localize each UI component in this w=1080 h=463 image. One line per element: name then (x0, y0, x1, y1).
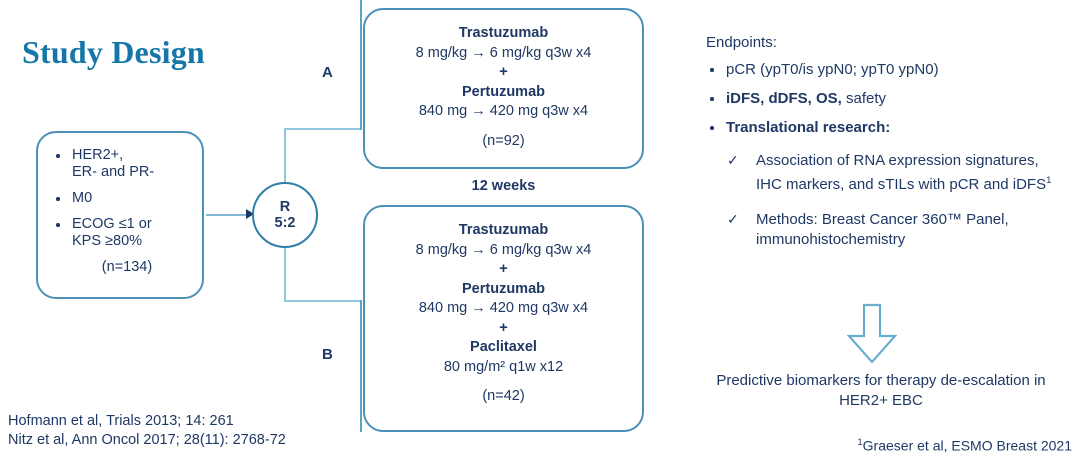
criterion-her2: HER2+, ER- and PR- (72, 147, 155, 180)
randomization-label: R (279, 199, 291, 215)
reference-line-1: Hofmann et al, Trials 2013; 14: 261 (8, 413, 234, 429)
arm-b-letter: B (322, 346, 333, 363)
endpoint-survival-bold: iDFS, dDFS, OS, (726, 90, 842, 107)
reference-line-2: Nitz et al, Ann Oncol 2017; 28(11): 2768… (8, 432, 286, 448)
arm-b-drug-1: Trastuzumab (458, 222, 549, 238)
arm-b-treatment-box: Trastuzumab 8 mg/kg → 6 mg/kg q3w x4 + P… (363, 205, 644, 432)
arm-b-dose-3: 80 mg/m² q1w x12 (443, 358, 564, 375)
bracket-stem-lower (284, 246, 286, 302)
criterion-performance-status: ECOG ≤1 or KPS ≥80% (72, 216, 152, 249)
eligibility-criteria-box: HER2+, ER- and PR- M0 ECOG ≤1 or KPS ≥80… (36, 131, 204, 299)
criterion-m0: M0 (72, 190, 93, 206)
down-arrow-icon (843, 303, 901, 370)
arm-b-plus-2: + (499, 319, 508, 336)
arm-a-count: (n=92) (482, 132, 525, 149)
subitem-methods: Methods: Breast Cancer 360™ Panel, immun… (756, 211, 1009, 248)
arm-a-drug-2: Pertuzumab (462, 83, 545, 100)
endpoints-panel: Endpoints: pCR (ypT0/is ypN0; ypT0 ypN0)… (706, 34, 1056, 265)
endpoint-translational-label: Translational research: (726, 119, 891, 136)
endpoints-heading: Endpoints: (706, 34, 777, 51)
translational-subitems-list: ✓ Association of RNA expression signatur… (706, 151, 1056, 249)
endpoint-translational: Translational research: (706, 118, 1056, 137)
list-item: ECOG ≤1 or KPS ≥80% (50, 216, 192, 250)
arm-b-regimen: Trastuzumab 8 mg/kg → 6 mg/kg q3w x4 + P… (365, 207, 642, 407)
arm-b-dose-2: 840 mg → 420 mg q3w x4 (418, 300, 589, 316)
arm-a-plus-1: + (499, 64, 508, 80)
conclusion-statement: Predictive biomarkers for therapy de-esc… (716, 372, 1046, 409)
list-item: ✓ Methods: Breast Cancer 360™ Panel, imm… (706, 210, 1056, 249)
subitem-footnote-marker: 1 (1046, 174, 1052, 186)
arm-a-treatment-box: Trastuzumab 8 mg/kg → 6 mg/kg q3w x4 + P… (363, 8, 644, 169)
arm-b-drug-2: Pertuzumab (462, 280, 545, 297)
footnote-text: Graeser et al, ESMO Breast 2021 (862, 437, 1072, 454)
eligibility-to-randomization-connector (206, 214, 250, 216)
endpoint-safety: safety (841, 90, 887, 107)
treatment-duration-label: 12 weeks (471, 178, 536, 194)
arm-a-box-left-edge (360, 0, 362, 130)
list-item: ✓ Association of RNA expression signatur… (706, 151, 1056, 194)
bracket-arm-a-horizontal (284, 128, 362, 130)
subitem-rna-association: Association of RNA expression signatures… (756, 152, 1047, 193)
endpoints-list: pCR (ypT0/is ypN0; ypT0 ypN0) iDFS, dDFS… (706, 60, 1056, 137)
endpoint-pcr: pCR (ypT0/is ypN0; ypT0 ypN0) (706, 60, 1056, 79)
arm-b-drug-3: Paclitaxel (470, 339, 537, 355)
page-title: Study Design (22, 34, 205, 70)
arm-a-dose-1: 8 mg/kg → 6 mg/kg q3w x4 (415, 44, 592, 61)
eligibility-criteria-list: HER2+, ER- and PR- M0 ECOG ≤1 or KPS ≥80… (38, 133, 202, 250)
arm-b-count: (n=42) (482, 388, 525, 404)
arm-a-dose-2: 840 mg → 420 mg q3w x4 (418, 103, 589, 119)
check-icon: ✓ (727, 152, 739, 168)
list-item: HER2+, ER- and PR- (50, 147, 192, 181)
footnote-marker: 1 (857, 437, 863, 448)
arrow-head-icon (246, 209, 254, 219)
eligibility-enrollment-count: (n=134) (101, 259, 153, 275)
endpoint-pcr-label: pCR (ypT0/is ypN0; ypT0 ypN0) (726, 61, 939, 78)
references: Hofmann et al, Trials 2013; 14: 261 Nitz… (8, 412, 286, 450)
list-item: M0 (50, 190, 192, 207)
arm-a-drug-1: Trastuzumab (458, 25, 549, 41)
arm-b-dose-1: 8 mg/kg → 6 mg/kg q3w x4 (415, 241, 592, 258)
randomization-ratio: 5:2 (274, 215, 296, 231)
arm-a-regimen: Trastuzumab 8 mg/kg → 6 mg/kg q3w x4 + P… (365, 10, 642, 151)
arm-b-box-left-edge (360, 300, 362, 432)
bracket-arm-b-horizontal (284, 300, 362, 302)
arm-b-plus-1: + (499, 261, 508, 277)
check-icon: ✓ (727, 211, 739, 227)
endpoint-survival: iDFS, dDFS, OS, safety (706, 89, 1056, 108)
footnote: 1Graeser et al, ESMO Breast 2021 (706, 437, 1072, 454)
randomization-node: R 5:2 (252, 182, 318, 248)
bracket-stem-upper (284, 128, 286, 184)
arm-a-letter: A (322, 64, 333, 81)
